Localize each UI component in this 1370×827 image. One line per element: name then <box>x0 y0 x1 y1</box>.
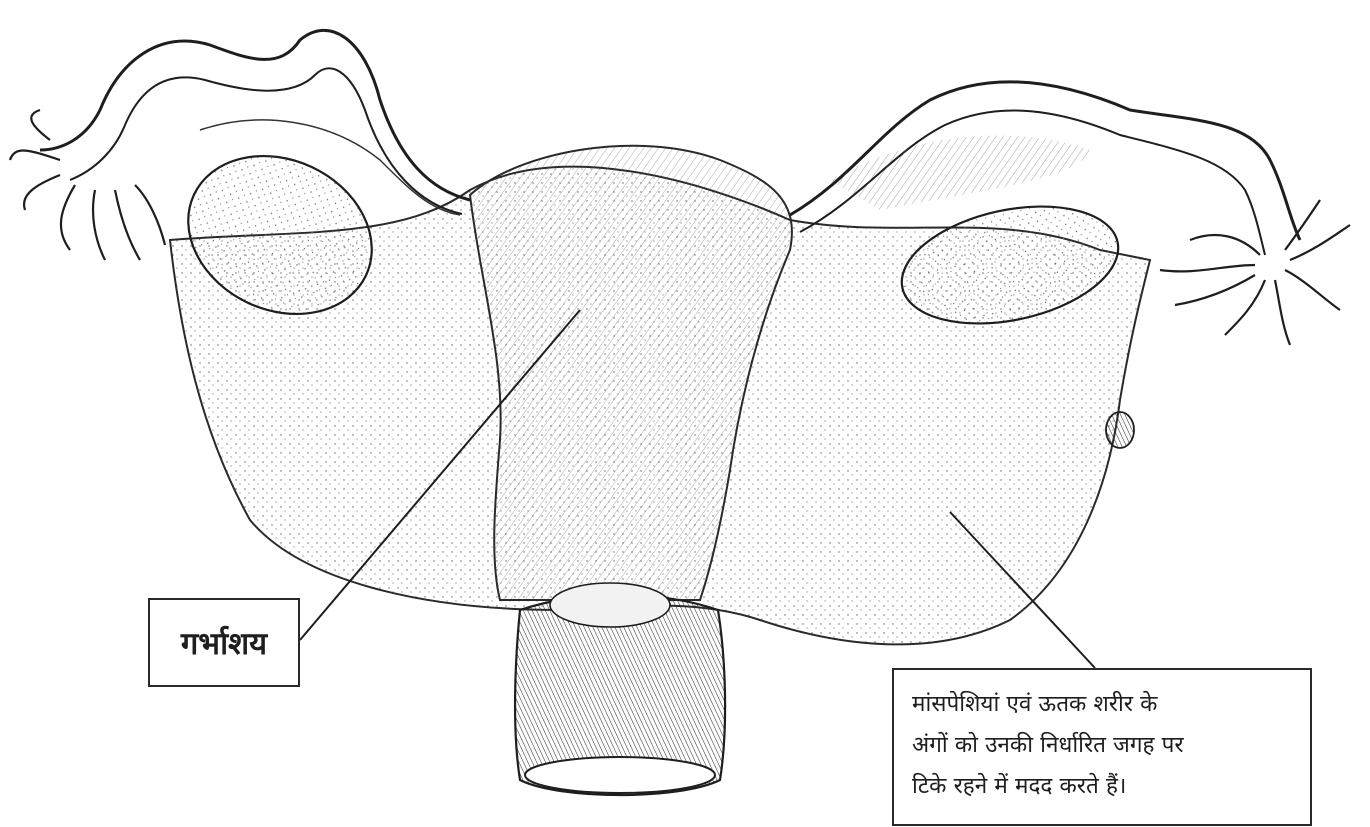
right-mesosalpinx-shading <box>830 136 1090 210</box>
tissue-note-label: मांसपेशियां एवं ऊतक शरीर के अंगों को उनक… <box>892 668 1312 826</box>
tissue-note-line-2: अंगों को उनकी निर्धारित जगह पर <box>912 725 1292 766</box>
uterus-label-text: गर्भाशय <box>181 622 267 664</box>
cervix-top <box>550 583 670 627</box>
uterus-label: गर्भाशय <box>148 598 300 687</box>
cervix-opening <box>525 757 715 793</box>
round-ligament-end <box>1106 412 1134 448</box>
right-fimbriae <box>1160 200 1350 345</box>
tissue-note-line-1: मांसपेशियां एवं ऊतक शरीर के <box>912 684 1292 725</box>
tissue-note-line-3: टिके रहने में मदद करते हैं। <box>912 766 1292 807</box>
left-fimbriae <box>10 110 165 260</box>
